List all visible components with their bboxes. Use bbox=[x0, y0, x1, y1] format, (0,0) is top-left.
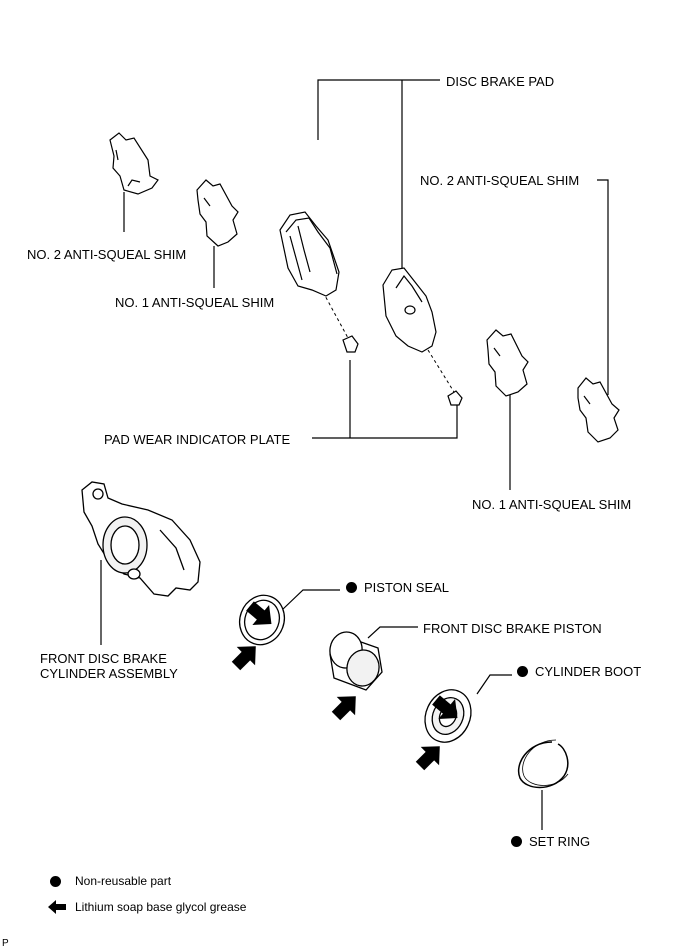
disc-brake-pad-left bbox=[279, 211, 340, 297]
label-no1-shim-left: NO. 1 ANTI-SQUEAL SHIM bbox=[115, 295, 275, 310]
grease-arrow-icon bbox=[326, 687, 365, 726]
label-cylinder-boot: CYLINDER BOOT bbox=[517, 664, 641, 679]
label-front-disc-brake-piston: FRONT DISC BRAKE PISTON bbox=[423, 621, 602, 636]
no1-anti-squeal-shim-left bbox=[196, 179, 239, 247]
front-disc-brake-piston bbox=[329, 631, 383, 691]
label-no2-shim-left: NO. 2 ANTI-SQUEAL SHIM bbox=[27, 247, 187, 262]
label-no1-shim-right: NO. 1 ANTI-SQUEAL SHIM bbox=[472, 497, 632, 512]
legend-dot-icon bbox=[50, 876, 61, 887]
non-reusable-dot-icon bbox=[346, 582, 357, 593]
label-no2-shim-right: NO. 2 ANTI-SQUEAL SHIM bbox=[420, 173, 580, 188]
label-pad-wear-indicator: PAD WEAR INDICATOR PLATE bbox=[104, 432, 291, 447]
leader-lines bbox=[100, 79, 609, 830]
set-ring bbox=[517, 739, 569, 789]
no1-anti-squeal-shim-right bbox=[486, 329, 529, 397]
disc-brake-pad-right bbox=[382, 267, 437, 353]
non-reusable-dot-icon bbox=[511, 836, 522, 847]
label-disc-brake-pad: DISC BRAKE PAD bbox=[446, 74, 555, 89]
front-disc-brake-cylinder-assembly bbox=[81, 481, 201, 597]
label-set-ring: SET RING bbox=[511, 834, 590, 849]
dashed-guides bbox=[322, 291, 455, 393]
legend-non-reusable: Non-reusable part bbox=[75, 874, 172, 888]
label-piston-seal: PISTON SEAL bbox=[346, 580, 449, 595]
non-reusable-dot-icon bbox=[517, 666, 528, 677]
no2-anti-squeal-shim-left bbox=[109, 132, 159, 195]
label-cylinder-assembly: FRONT DISC BRAKE CYLINDER ASSEMBLY bbox=[40, 651, 178, 681]
legend-arrow-icon bbox=[48, 900, 66, 914]
pad-wear-indicator-plates bbox=[342, 335, 463, 406]
footer-code: P bbox=[2, 938, 9, 949]
legend-grease: Lithium soap base glycol grease bbox=[75, 900, 247, 914]
no2-anti-squeal-shim-right bbox=[577, 377, 620, 443]
